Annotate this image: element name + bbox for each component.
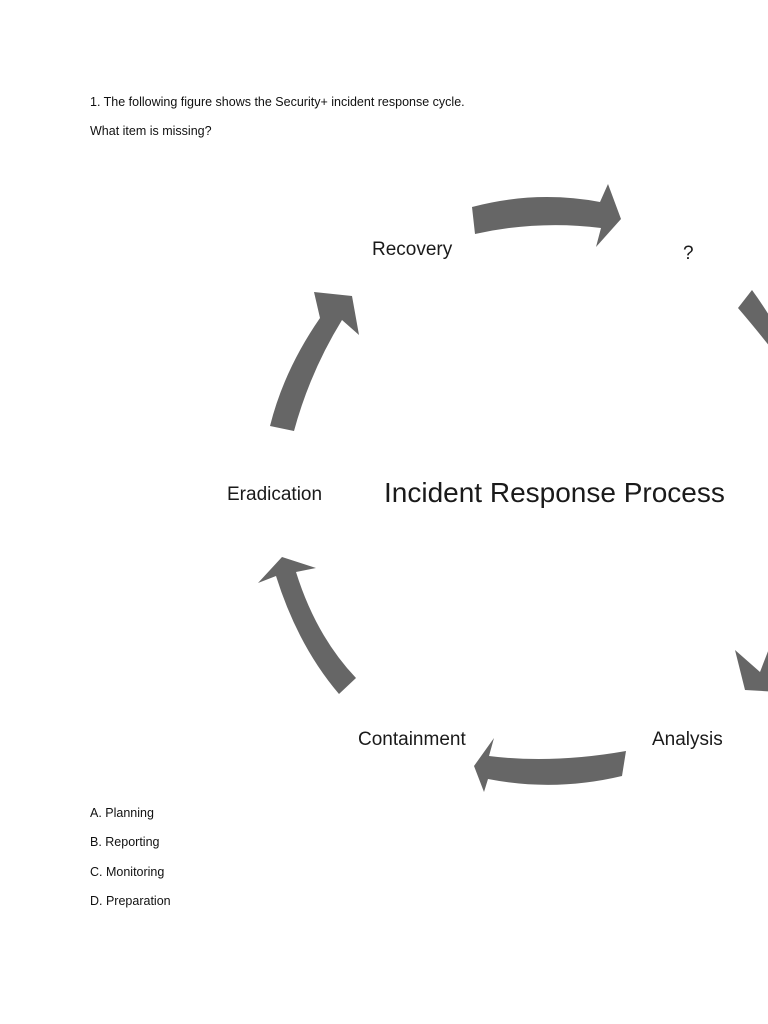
stage-label-recovery: Recovery — [372, 239, 453, 260]
answer-option-a: A. Planning — [90, 806, 154, 820]
stage-label-containment: Containment — [358, 729, 466, 750]
answer-option-b: B. Reporting — [90, 835, 160, 849]
cycle-arrow-analysis-to-containment — [474, 738, 626, 792]
cycle-arrow-eradication-to-recovery — [270, 292, 359, 431]
stage-label-analysis: Analysis — [652, 729, 723, 750]
cycle-arrow-analysis-head — [735, 650, 768, 692]
answer-option-d: D. Preparation — [90, 894, 171, 908]
question-text: 1. The following figure shows the Securi… — [90, 95, 465, 109]
answer-option-c: C. Monitoring — [90, 865, 165, 879]
stage-label-missing: ? — [683, 243, 694, 264]
cycle-arrow-containment-to-eradication — [258, 557, 356, 694]
diagram-title: Incident Response Process — [384, 477, 725, 508]
cycle-arrow-recovery-to-missing — [472, 184, 621, 247]
cycle-arrow-missing-to-analysis — [738, 290, 768, 345]
stage-label-eradication: Eradication — [227, 484, 322, 505]
question-prompt: What item is missing? — [90, 124, 212, 138]
